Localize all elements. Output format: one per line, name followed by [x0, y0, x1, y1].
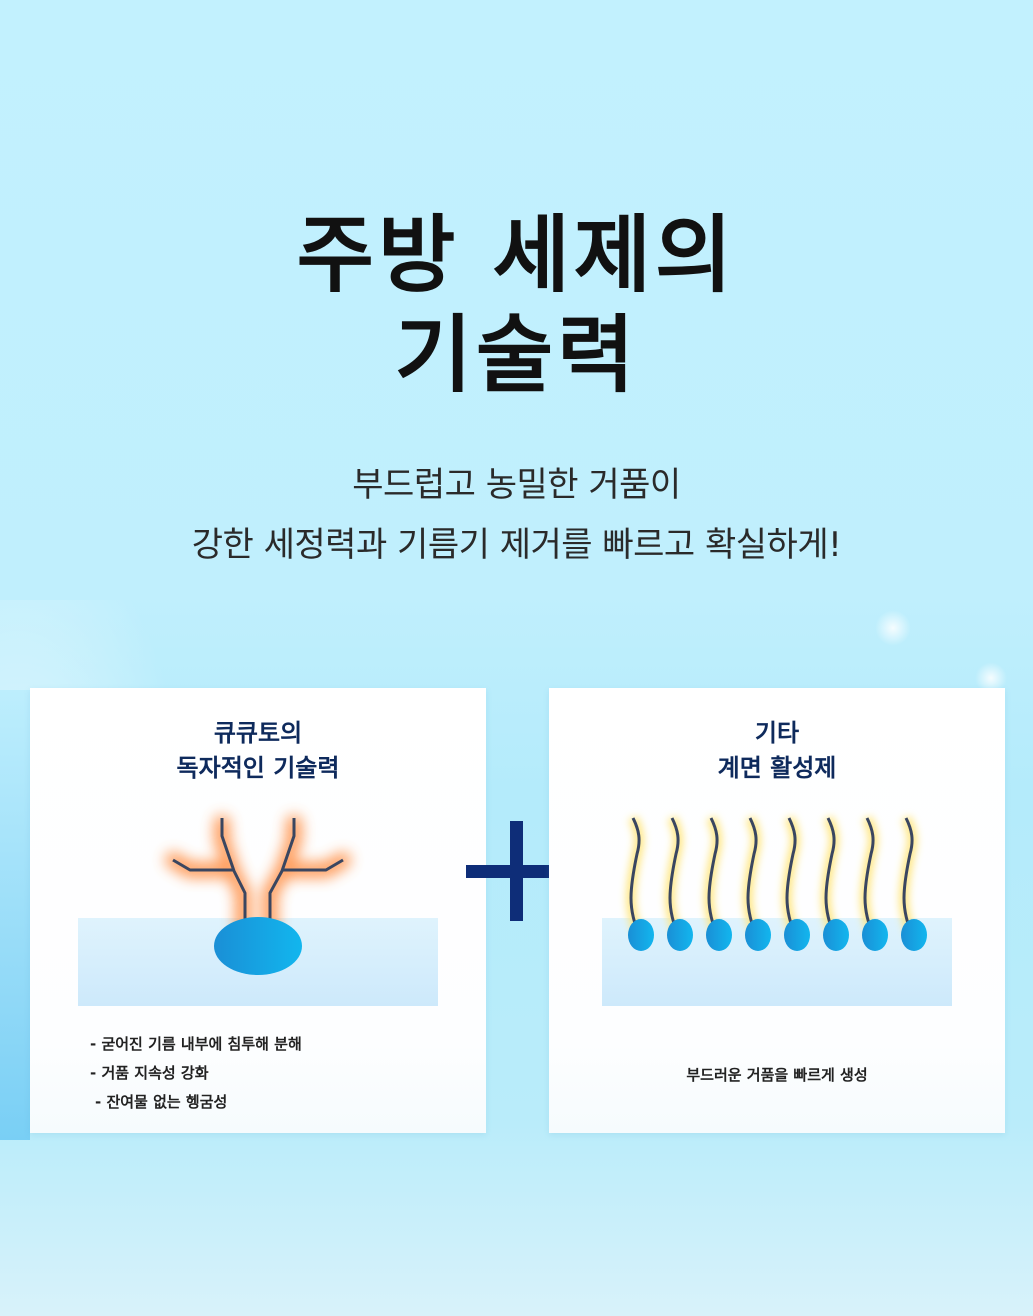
feature-list: - 굳어진 기름 내부에 침투해 분해 - 거품 지속성 강화 - 잔여물 없는…	[90, 1030, 302, 1117]
feature-item: - 잔여물 없는 헹굼성	[95, 1093, 228, 1111]
card-title: 큐큐토의 독자적인 기술력	[30, 716, 486, 786]
branched-molecule-icon	[78, 815, 438, 1006]
subtitle-line-2: 강한 세정력과 기름기 제거를 빠르고 확실하게!	[191, 525, 842, 565]
bubble-decoration	[875, 610, 911, 646]
page-subtitle: 부드럽고 농밀한 거품이 강한 세정력과 기름기 제거를 빠르고 확실하게!	[0, 455, 1033, 575]
card-title-line-1: 기타	[754, 719, 800, 747]
cucuto-technology-card: 큐큐토의 독자적인 기술력	[30, 688, 486, 1133]
card-title-line-1: 큐큐토의	[213, 719, 303, 747]
card-title-line-2: 독자적인 기술력	[176, 754, 340, 782]
card-title: 기타 계면 활성제	[549, 716, 1005, 786]
linear-molecules-icon	[602, 688, 952, 1006]
feature-item: - 거품 지속성 강화	[90, 1064, 209, 1082]
plus-icon	[466, 821, 568, 921]
other-surfactant-card: 기타 계면 활성제	[549, 688, 1005, 1133]
background-strip	[0, 690, 30, 1140]
card-title-line-2: 계면 활성제	[717, 754, 837, 782]
subtitle-line-1: 부드럽고 농밀한 거품이	[352, 465, 681, 505]
title-line-1: 주방 세제의	[296, 206, 737, 304]
page-title: 주방 세제의 기술력	[0, 205, 1033, 405]
card-caption: 부드러운 거품을 빠르게 생성	[686, 1066, 868, 1084]
feature-item: - 굳어진 기름 내부에 침투해 분해	[90, 1035, 302, 1053]
title-line-2: 기술력	[394, 306, 639, 404]
